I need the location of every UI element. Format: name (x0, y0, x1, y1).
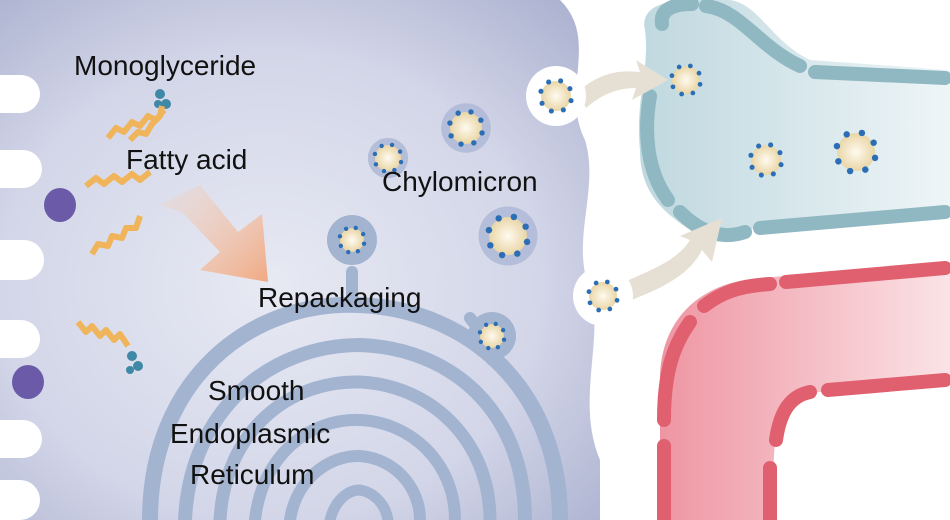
monoglyceride-chains (127, 105, 165, 143)
lymphatic-vessel-wall (640, 0, 950, 243)
chylomicrons-in-lymph (669, 63, 879, 178)
chylomicron-particle (833, 129, 879, 175)
chylomicron-particle (441, 103, 491, 153)
label-fatty-acid: Fatty acid (126, 144, 248, 175)
blood-vessel-wall (657, 261, 950, 520)
fatty-acid-4 (75, 320, 131, 348)
label-repackaging: Repackaging (258, 282, 422, 313)
fatty-acid-3 (89, 215, 143, 256)
label-monoglyceride: Monoglyceride (74, 50, 257, 81)
chylomicron-particle (477, 321, 507, 351)
label-ser-line2: Endoplasmic (170, 418, 331, 449)
chylomicron-particle (337, 225, 367, 255)
repackaging-arrow (160, 185, 268, 282)
chylomicron-particle (669, 63, 703, 97)
chylomicron-particle (538, 78, 574, 114)
chylomicron-particle (748, 142, 784, 178)
fatty-acid-2 (84, 169, 152, 189)
membrane-protein-dot-upper (44, 188, 76, 222)
chylomicrons-in-cell (337, 103, 538, 351)
exocytosis-arrow-upper (578, 60, 668, 108)
exocytosis-arrow-lower (616, 218, 722, 302)
label-ser-line1: Smooth (208, 375, 305, 406)
chylomicron-particle (586, 279, 620, 313)
apical-membrane-microvilli (0, 75, 44, 520)
label-ser-line3: Reticulum (190, 459, 315, 490)
lymphatic-vessel (638, 0, 950, 242)
chylomicrons-exocytosed (538, 78, 620, 313)
monoglyceride-heads (126, 89, 171, 374)
chylomicron-particle (478, 206, 538, 266)
label-chylomicron: Chylomicron (382, 166, 538, 197)
chylomicron-particle (367, 137, 409, 179)
membrane-protein-dot-lower (12, 365, 44, 399)
